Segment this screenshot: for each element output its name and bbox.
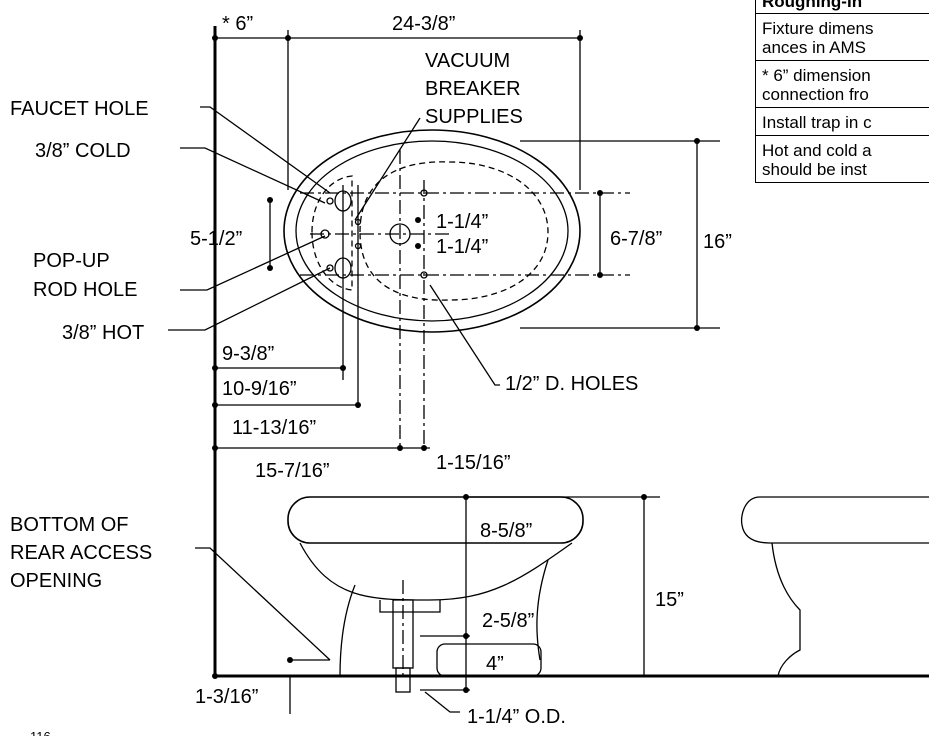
rear-access-label-2: REAR ACCESS bbox=[10, 542, 152, 564]
dim-15-7-16-label: 15-7/16” bbox=[255, 460, 330, 482]
notes-row-line: connection fro bbox=[762, 85, 869, 104]
notes-row-line: Fixture dimens bbox=[762, 19, 874, 38]
vacuum-breaker-label-1: VACUUM bbox=[425, 50, 510, 72]
side-pedestal-base bbox=[436, 643, 542, 677]
vacuum-breaker-label-3: SUPPLIES bbox=[425, 106, 523, 128]
dim-15-label: 15” bbox=[655, 589, 684, 611]
faucet-hole-cold bbox=[334, 190, 352, 212]
bowl-rim-outer bbox=[283, 129, 581, 333]
dim-6-label: * 6” bbox=[222, 13, 253, 35]
rear-access-label-3: OPENING bbox=[10, 570, 102, 592]
page-number: 116 bbox=[30, 729, 51, 736]
deck-outline bbox=[311, 175, 353, 291]
roughing-in-notes-table: Roughing-In Fixture dimens ances in AMS … bbox=[755, 0, 929, 183]
notes-row: Fixture dimens ances in AMS bbox=[755, 14, 929, 61]
hole-a-label: 1-1/4” bbox=[436, 211, 488, 233]
dimension-points bbox=[212, 35, 700, 693]
notes-row-line: * 6” dimension bbox=[762, 66, 871, 85]
bowl-basin-outline bbox=[359, 161, 549, 301]
notes-header: Roughing-In bbox=[755, 0, 929, 14]
notes-row: Hot and cold a should be inst bbox=[755, 136, 929, 183]
front-view-pedestal bbox=[771, 542, 801, 677]
drain-hole bbox=[389, 223, 411, 245]
od-label: 1-1/4” O.D. bbox=[467, 706, 566, 728]
front-view-rim bbox=[740, 496, 929, 544]
notes-row: * 6” dimension connection fro bbox=[755, 61, 929, 108]
dim-10-9-16-label: 10-9/16” bbox=[222, 378, 297, 400]
notes-row: Install trap in c bbox=[755, 108, 929, 136]
hole-b-label: 1-1/4” bbox=[436, 236, 488, 258]
hot-label: 3/8” HOT bbox=[62, 322, 144, 344]
dim-1-15-16-label: 1-15/16” bbox=[436, 452, 511, 474]
side-bowl-body bbox=[299, 542, 573, 601]
dim-6-7-8-label: 6-7/8” bbox=[610, 228, 662, 250]
popup-rod-label-1: POP-UP bbox=[33, 250, 110, 272]
notes-row-line: should be inst bbox=[762, 160, 867, 179]
vacuum-breaker-label-2: BREAKER bbox=[425, 78, 521, 100]
notes-row-line: Install trap in c bbox=[762, 113, 872, 132]
faucet-hole-hot bbox=[334, 257, 352, 279]
notes-row-line: ances in AMS bbox=[762, 38, 866, 57]
dim-2-5-8-label: 2-5/8” bbox=[482, 610, 534, 632]
popup-rod-label-2: ROD HOLE bbox=[33, 279, 137, 301]
cold-label: 3/8” COLD bbox=[35, 140, 131, 162]
dim-4-label: 4” bbox=[486, 653, 504, 675]
dim-9-3-8-label: 9-3/8” bbox=[222, 343, 274, 365]
d-holes-label: 1/2” D. HOLES bbox=[505, 373, 638, 395]
dim-8-5-8-label: 8-5/8” bbox=[480, 520, 532, 542]
dim-5-1-2-label: 5-1/2” bbox=[190, 228, 242, 250]
bowl-rim-inner bbox=[295, 140, 569, 322]
linework bbox=[168, 26, 929, 714]
dim-24-3-8-label: 24-3/8” bbox=[392, 13, 455, 35]
dim-16-label: 16” bbox=[703, 231, 732, 253]
dim-1-3-16-label: 1-3/16” bbox=[195, 686, 258, 708]
side-bowl-rim bbox=[287, 496, 584, 544]
popup-rod-hole bbox=[320, 229, 330, 239]
dim-11-13-16-label: 11-13/16” bbox=[232, 417, 316, 439]
faucet-hole-label: FAUCET HOLE bbox=[10, 98, 149, 120]
rear-access-label-1: BOTTOM OF bbox=[10, 514, 129, 536]
notes-row-line: Hot and cold a bbox=[762, 141, 872, 160]
